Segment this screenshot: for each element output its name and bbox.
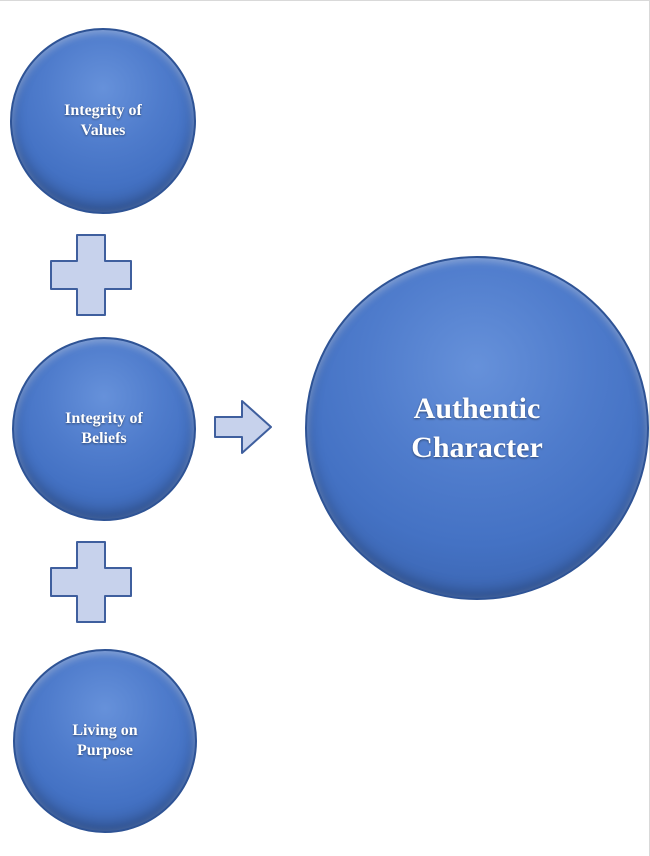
circle-authentic-character-label: Authentic Character — [411, 392, 543, 464]
circle-living-on-purpose: Living on Purpose — [13, 649, 197, 833]
circle-authentic-character: Authentic Character — [305, 256, 649, 600]
plus-icon — [50, 541, 132, 623]
arrow-right-icon — [214, 400, 272, 454]
circle-integrity-of-values: Integrity of Values — [10, 28, 196, 214]
circle-integrity-of-values-label: Integrity of Values — [64, 102, 142, 139]
plus-icon — [50, 234, 132, 316]
circle-living-on-purpose-label: Living on Purpose — [72, 722, 138, 759]
circle-integrity-of-beliefs-label: Integrity of Beliefs — [65, 410, 143, 447]
circle-integrity-of-beliefs: Integrity of Beliefs — [12, 337, 196, 521]
